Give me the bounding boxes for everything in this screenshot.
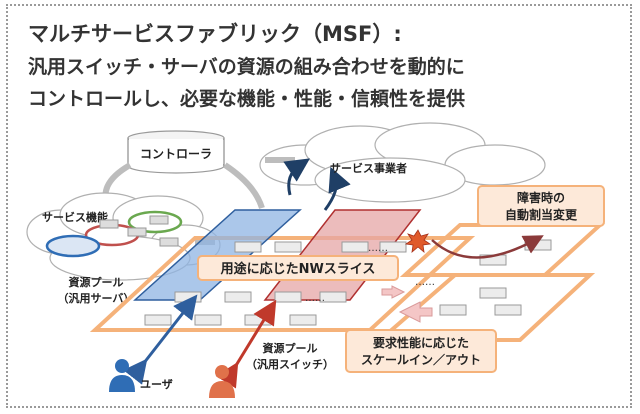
title-line-3: コントロールし、必要な機能・性能・信頼性を提供 (28, 88, 466, 110)
failure-label-2: 自動割当変更 (505, 207, 578, 222)
provider-arrow-red (323, 166, 351, 211)
dots-1: …… (368, 243, 388, 254)
scale-arrow-in-icon (398, 301, 433, 323)
dotted-frame (6, 4, 632, 408)
title-line-2: 汎用スイッチ・サーバの資源の組み合わせを動的に (28, 56, 465, 78)
resource-pool-server-label-2: （汎用サーバ） (58, 291, 135, 305)
resource-pool-server-label-1: 資源プール (69, 275, 124, 289)
resource-pool-switch-label-1: 資源プール (263, 341, 318, 355)
user-orange-icon (209, 365, 235, 398)
failure-label-1: 障害時の (517, 190, 565, 205)
dots-3: …… (415, 277, 435, 288)
scale-arrow-out-icon (381, 285, 406, 299)
vm-disks (45, 210, 183, 258)
user-arrow-blue (123, 294, 198, 385)
controller-cylinder (127, 130, 225, 174)
nw-slice-label: 用途に応じたNWスライス (220, 261, 376, 277)
platform-upper-right (399, 223, 606, 277)
scale-label-1: 要求性能に応じた (373, 335, 469, 350)
dots-2: …… (305, 293, 325, 304)
scale-label-2: スケールイン／アウト (361, 352, 481, 367)
user-blue-icon (109, 359, 135, 392)
service-function-label: サービス機能 (42, 210, 108, 224)
scale-box (345, 329, 497, 373)
nw-slice-box (197, 255, 399, 281)
failure-box (477, 185, 605, 227)
resource-pool-switch-label-2: （汎用スイッチ） (246, 357, 334, 371)
provider-arrow-blue (283, 158, 310, 196)
provider-cloud (259, 122, 546, 203)
reassign-arrow (431, 235, 544, 259)
platform-lower-right (374, 273, 596, 342)
service-provider-label: サービス事業者 (330, 161, 407, 175)
failure-burst-icon (404, 229, 432, 253)
user-label: ユーザ (140, 378, 173, 391)
user-arrow-red (215, 299, 277, 389)
controller-label: コントローラ (140, 147, 212, 161)
title-line-1: マルチサービスファブリック（MSF）: (28, 22, 402, 46)
